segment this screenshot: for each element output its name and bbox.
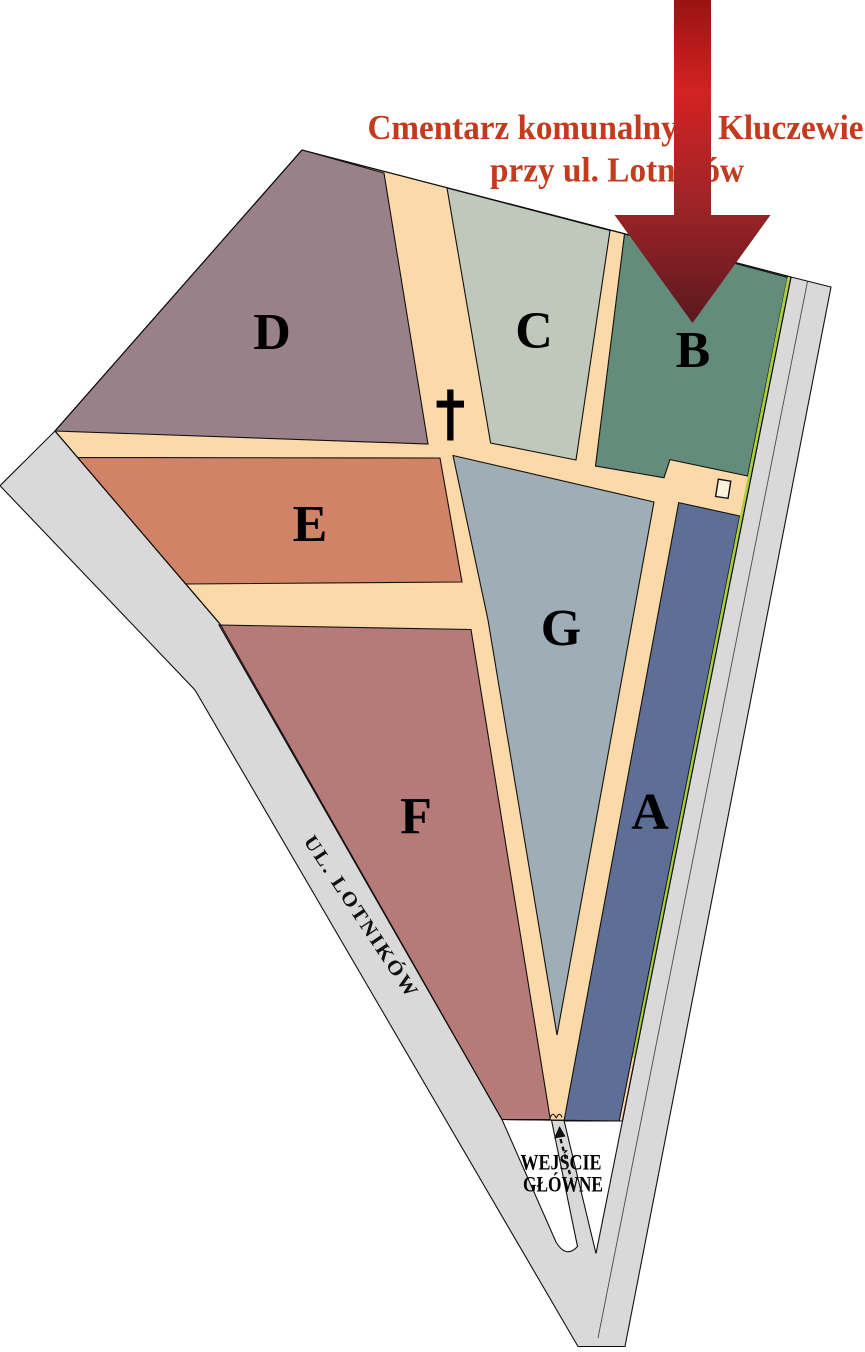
section-label-c: C <box>515 303 553 360</box>
entrance-label-line1: WEJŚCIE <box>521 1150 602 1175</box>
building-rect <box>714 478 732 500</box>
map-title-line1: Cmentarz komunalny w Kluczewie <box>368 108 864 147</box>
entrance-gate-icon <box>549 1113 563 1119</box>
section-d-area <box>53 149 429 445</box>
section-label-b: B <box>676 322 711 379</box>
cross-icon <box>436 389 464 441</box>
section-label-a: A <box>631 784 669 841</box>
section-label-f: F <box>400 788 432 845</box>
section-label-g: G <box>541 600 581 657</box>
pointer-arrow-icon <box>614 0 771 323</box>
entrance-label-line2: GŁÓWNE <box>523 1172 603 1197</box>
section-g-area <box>452 454 655 1036</box>
road-lane-line <box>597 281 808 1339</box>
section-b-area <box>594 233 789 479</box>
section-label-e: E <box>293 496 328 553</box>
green-strip <box>632 277 790 1059</box>
section-label-d: D <box>253 304 291 361</box>
entrance-arrow-icon <box>554 1126 576 1192</box>
parcel-outline <box>54 149 792 1122</box>
road-system <box>0 276 832 1348</box>
